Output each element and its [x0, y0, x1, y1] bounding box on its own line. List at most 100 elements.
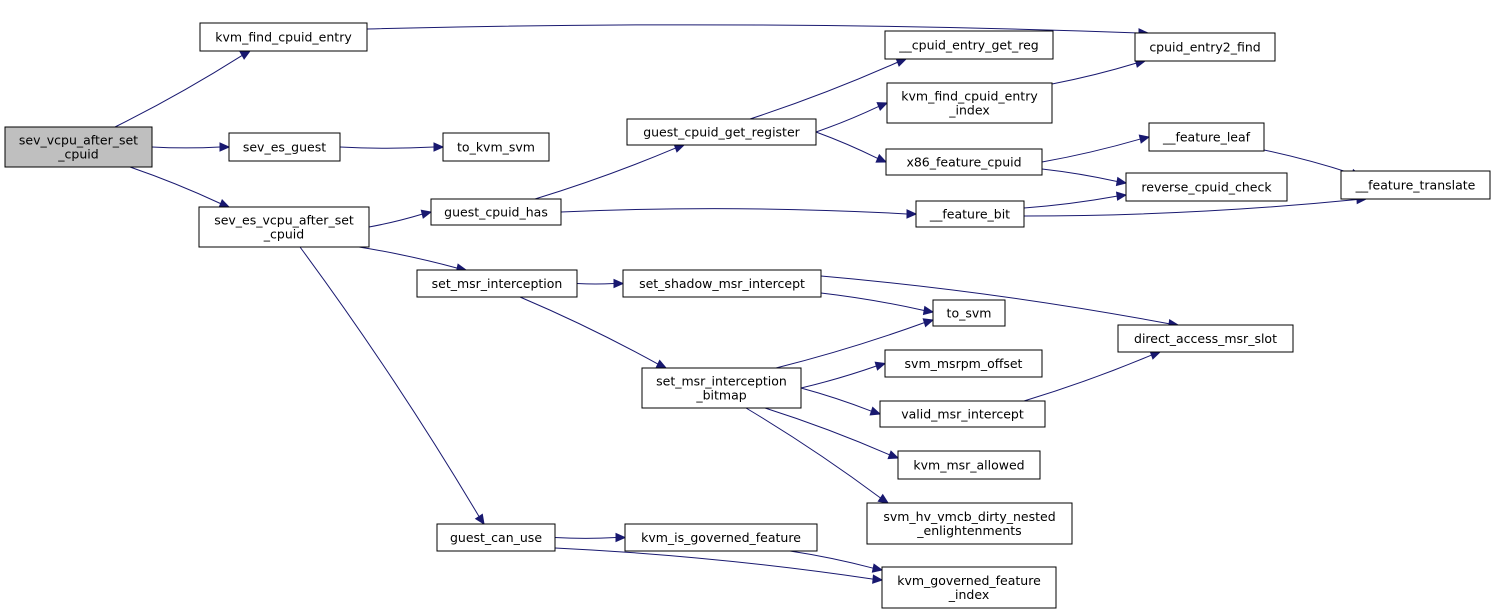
- node-box: [626, 118, 817, 146]
- node-box: [1125, 172, 1288, 202]
- node-rcc[interactable]: reverse_cpuid_check: [1125, 172, 1288, 202]
- node-label: _bitmap: [695, 388, 746, 403]
- node-box: [198, 206, 370, 248]
- edge-line: [764, 407, 890, 456]
- edge-line: [339, 146, 435, 149]
- node-vmi[interactable]: valid_msr_intercept: [879, 400, 1046, 428]
- arrowhead: [875, 153, 888, 163]
- arrowhead: [872, 574, 884, 584]
- node-smi[interactable]: set_msr_interception: [416, 269, 578, 298]
- arrowhead: [239, 50, 252, 60]
- node-gch[interactable]: guest_cpuid_has: [430, 198, 562, 226]
- arrowhead: [433, 142, 445, 152]
- arrowhead: [877, 493, 890, 504]
- node-box: [442, 132, 550, 162]
- node-label: cpuid_entry2_find: [1149, 40, 1260, 55]
- edge-kigf-to-kgfi: [789, 550, 884, 573]
- node-box: [884, 30, 1054, 60]
- node-box: [624, 523, 818, 552]
- edge-line: [576, 283, 615, 285]
- node-fleaf[interactable]: __feature_leaf: [1148, 122, 1265, 152]
- node-c2f[interactable]: cpuid_entry2_find: [1134, 32, 1276, 62]
- node-label: kvm_msr_allowed: [913, 458, 1024, 473]
- edge-line: [554, 547, 874, 580]
- node-box: [430, 198, 562, 226]
- node-tks[interactable]: to_kvm_svm: [442, 132, 550, 162]
- node-kma[interactable]: kvm_msr_allowed: [897, 450, 1041, 480]
- node-smib[interactable]: set_msr_interception_bitmap: [641, 367, 802, 409]
- edge-line: [800, 387, 872, 412]
- node-root[interactable]: sev_vcpu_after_set_cpuid: [4, 126, 153, 168]
- node-label: kvm_find_cpuid_entry: [215, 30, 352, 45]
- node-gcgr[interactable]: guest_cpuid_get_register: [626, 118, 817, 146]
- node-ceg[interactable]: __cpuid_entry_get_reg: [884, 30, 1054, 60]
- edge-line: [534, 147, 676, 200]
- edge-line: [366, 24, 1140, 34]
- node-box: [932, 299, 1006, 327]
- edge-line: [1041, 138, 1141, 163]
- node-seg[interactable]: sev_es_guest: [228, 132, 341, 162]
- node-label: _cpuid: [57, 147, 98, 162]
- edge-smib-to-shv: [745, 407, 890, 504]
- node-box: [886, 82, 1053, 124]
- node-box: [416, 269, 578, 298]
- edge-smib-to-tsvm: [775, 318, 935, 369]
- node-kfce[interactable]: kvm_find_cpuid_entry: [199, 22, 368, 52]
- node-label: set_msr_interception: [432, 276, 563, 291]
- node-sevas[interactable]: sev_es_vcpu_after_set_cpuid: [198, 206, 370, 248]
- node-kfcei[interactable]: kvm_find_cpuid_entry_index: [886, 82, 1053, 124]
- node-box: [879, 400, 1046, 428]
- node-label: guest_can_use: [450, 530, 542, 545]
- node-gcu[interactable]: guest_can_use: [436, 523, 556, 552]
- edge-line: [358, 246, 458, 269]
- node-smo[interactable]: svm_msrpm_offset: [884, 349, 1043, 378]
- edge-gch-to-gcgr: [534, 143, 686, 200]
- edge-sevas-to-smi: [358, 246, 468, 273]
- node-label: _enlightenments: [916, 523, 1021, 538]
- edge-sevas-to-gch: [368, 209, 433, 228]
- node-box: [897, 450, 1041, 480]
- node-ftr[interactable]: __feature_translate: [1340, 170, 1491, 200]
- node-label: sev_es_guest: [243, 140, 326, 155]
- arrowhead: [613, 278, 625, 289]
- node-label: guest_cpuid_get_register: [643, 125, 800, 140]
- node-box: [885, 148, 1043, 176]
- arrowhead: [474, 513, 485, 526]
- edge-vmi-to-dams: [1023, 350, 1162, 402]
- node-label: direct_access_msr_slot: [1134, 331, 1277, 346]
- node-label: reverse_cpuid_check: [1141, 180, 1272, 195]
- node-box: [228, 132, 341, 162]
- arrowhead: [1115, 191, 1128, 201]
- edge-line: [1041, 168, 1118, 183]
- node-kgfi[interactable]: kvm_governed_feature_index: [881, 566, 1057, 609]
- node-ssmi[interactable]: set_shadow_msr_intercept: [622, 269, 822, 298]
- arrowhead: [1138, 134, 1151, 144]
- edge-root-to-kfce: [114, 50, 252, 128]
- edge-line: [775, 322, 925, 369]
- node-tsvm[interactable]: to_svm: [932, 299, 1006, 327]
- edge-ssmi-to-tsvm: [820, 292, 935, 316]
- edge-line: [815, 105, 879, 133]
- node-box: [622, 269, 822, 298]
- node-shv[interactable]: svm_hv_vmcb_dirty_nested_enlightenments: [866, 502, 1073, 545]
- edge-sevas-to-gcu: [299, 246, 485, 526]
- node-x86f[interactable]: x86_feature_cpuid: [885, 148, 1043, 176]
- edge-gcgr-to-kfcei: [815, 102, 889, 133]
- arrowhead: [871, 563, 884, 573]
- node-kigf[interactable]: kvm_is_governed_feature: [624, 523, 818, 552]
- node-label: set_shadow_msr_intercept: [639, 276, 805, 291]
- node-dams[interactable]: direct_access_msr_slot: [1117, 324, 1294, 353]
- node-label: kvm_is_governed_feature: [641, 530, 801, 545]
- arrowhead: [887, 450, 900, 460]
- node-box: [436, 523, 556, 552]
- edge-line: [560, 208, 908, 215]
- node-label: svm_msrpm_offset: [905, 356, 1023, 371]
- node-box: [199, 22, 368, 52]
- node-label: __cpuid_entry_get_reg: [898, 38, 1038, 53]
- node-box: [1117, 324, 1294, 353]
- node-label: set_msr_interception: [656, 374, 787, 389]
- node-box: [1134, 32, 1276, 62]
- edge-line: [800, 365, 877, 389]
- node-fbit[interactable]: __feature_bit: [915, 200, 1025, 228]
